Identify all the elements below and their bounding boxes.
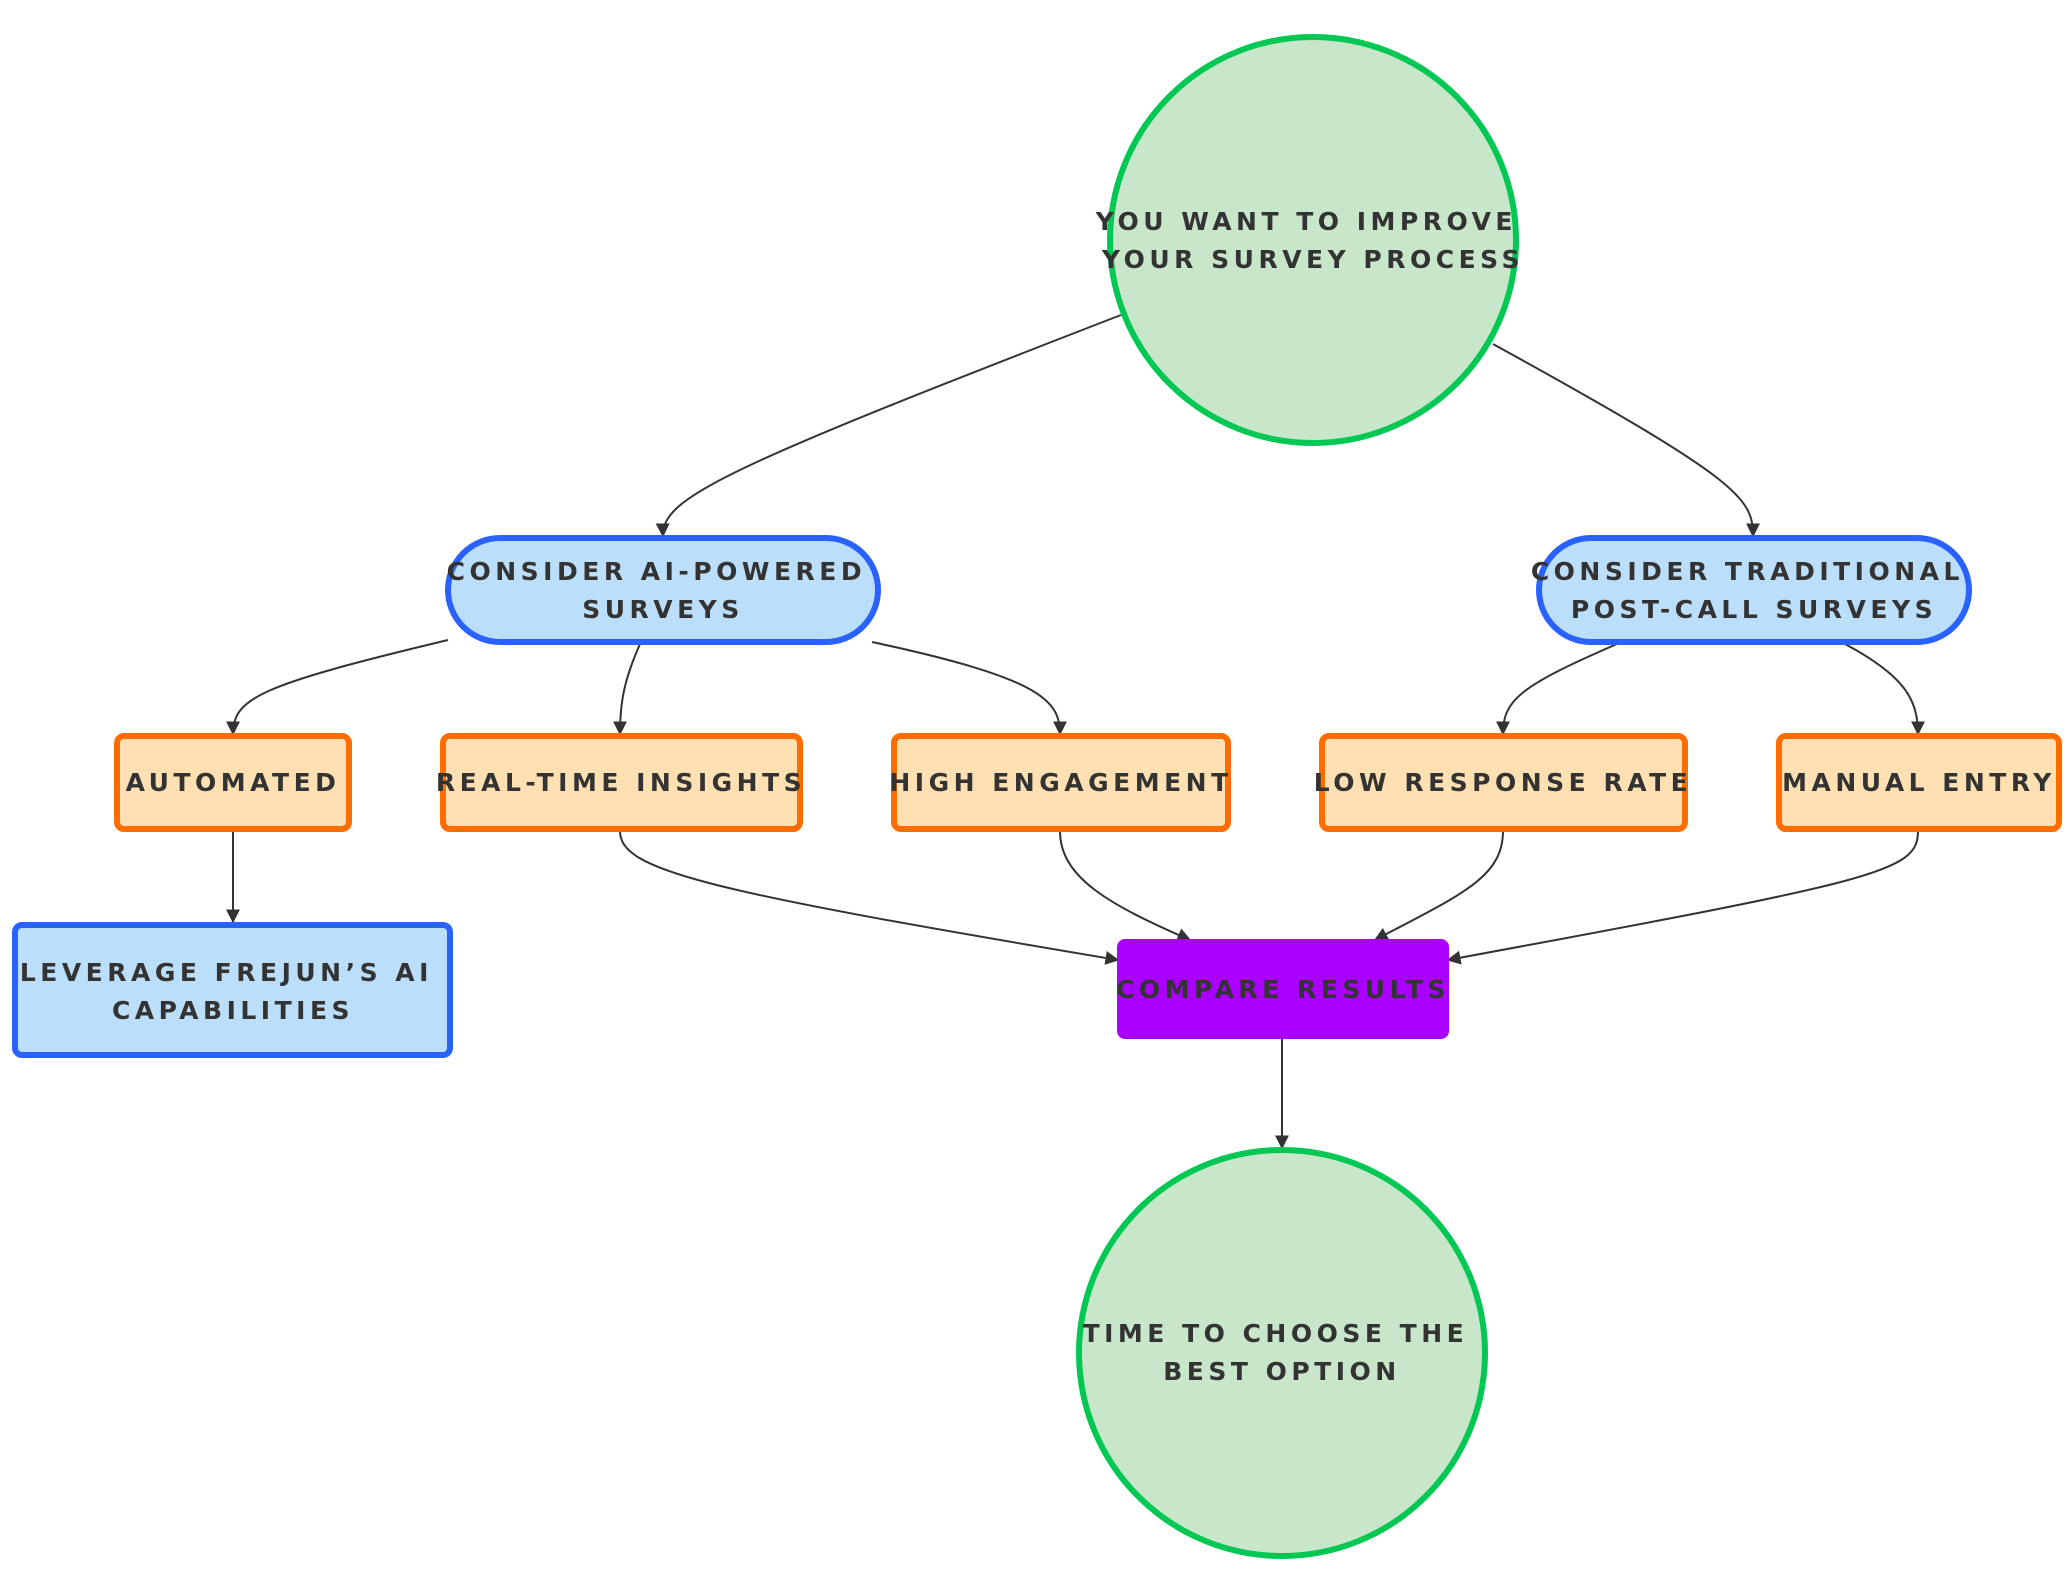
node-choose: TIME TO CHOOSE THE BEST OPTION [1076,1147,1488,1559]
edge-start-to-ai [655,314,1122,538]
node-consider-ai-powered: CONSIDER AI-POWERED SURVEYS [445,535,881,645]
node-leverage-line-2: CAPABILITIES [112,996,354,1025]
node-manual-line-1: MANUAL ENTRY [1782,768,2056,797]
edge-traditional-to-manual [1844,643,1925,736]
node-lowresponse-line-1: LOW RESPONSE RATE [1314,768,1692,797]
edge-ai-to-automated [226,639,449,736]
svg-text:HIGH ENGAGEMENT: HIGH ENGAGEMENT [889,768,1232,797]
node-compare-line-1: COMPARE RESULTS [1116,975,1450,1004]
node-start-line-2: YOUR SURVEY PROCESS [1101,245,1524,274]
node-ai-line-1: CONSIDER AI-POWERED [447,557,866,586]
svg-text:COMPARE RESULTS: COMPARE RESULTS [1116,975,1450,1004]
node-choose-line-1: TIME TO CHOOSE THE [1083,1319,1469,1348]
edge-engagement-to-compare [1059,830,1192,942]
node-automated-line-1: AUTOMATED [126,768,341,797]
edges [226,314,1925,1150]
svg-text:CONSIDER AI-POWERED SU: CONSIDER AI-POWERED SURVEYS [447,557,880,624]
node-realtime-line-1: REAL-TIME INSIGHTS [436,768,806,797]
node-real-time-insights: REAL-TIME INSIGHTS [436,733,806,832]
node-ai-line-2: SURVEYS [582,595,744,624]
svg-text:MANUAL ENTRY: MANUAL ENTRY [1782,768,2056,797]
node-leverage-frejun-ai: LEVERAGE FREJUN’S AI CAPABILITIES [12,922,453,1058]
edge-ai-to-realtime [613,643,641,736]
svg-text:LOW RESPONSE RATE: LOW RESPONSE RATE [1314,768,1692,797]
edge-lowresponse-to-compare [1373,830,1504,941]
edge-realtime-to-compare [619,830,1120,965]
node-automated: AUTOMATED [114,733,352,832]
svg-text:LEVERAGE FREJUN’S AI C: LEVERAGE FREJUN’S AI CAPABILITIES [20,958,446,1025]
node-compare-results: COMPARE RESULTS [1116,939,1450,1039]
svg-text:CONSIDER TRADITIONAL P: CONSIDER TRADITIONAL POST-CALL SURVEYS [1531,557,1977,624]
node-choose-line-2: BEST OPTION [1163,1357,1401,1386]
svg-text:REAL-TIME INSIGHTS: REAL-TIME INSIGHTS [436,768,806,797]
node-leverage-line-1: LEVERAGE FREJUN’S AI [20,958,433,987]
node-traditional-line-1: CONSIDER TRADITIONAL [1531,557,1964,586]
node-traditional-line-2: POST-CALL SURVEYS [1571,595,1937,624]
node-manual-entry: MANUAL ENTRY [1776,733,2062,832]
node-start-line-1: YOU WANT TO IMPROVE [1095,207,1517,236]
node-low-response-rate: LOW RESPONSE RATE [1314,733,1692,832]
nodes: YOU WANT TO IMPROVE YOUR SURVEY PROCESS … [12,34,2062,1559]
edge-start-to-traditional [1492,343,1760,538]
node-consider-traditional: CONSIDER TRADITIONAL POST-CALL SURVEYS [1531,535,1977,645]
edge-manual-to-compare [1446,830,1919,965]
edge-ai-to-engagement [871,641,1067,736]
edge-traditional-to-lowresponse [1496,643,1618,736]
svg-text:TIME TO CHOOSE THE BES: TIME TO CHOOSE THE BEST OPTION [1083,1319,1482,1386]
node-start: YOU WANT TO IMPROVE YOUR SURVEY PROCESS [1095,34,1530,446]
svg-text:YOU WANT TO IMPROVE YO: YOU WANT TO IMPROVE YOUR SURVEY PROCESS [1095,207,1530,274]
node-high-engagement: HIGH ENGAGEMENT [889,733,1232,832]
node-engagement-line-1: HIGH ENGAGEMENT [889,768,1232,797]
svg-text:AUTOMATED: AUTOMATED [126,768,341,797]
